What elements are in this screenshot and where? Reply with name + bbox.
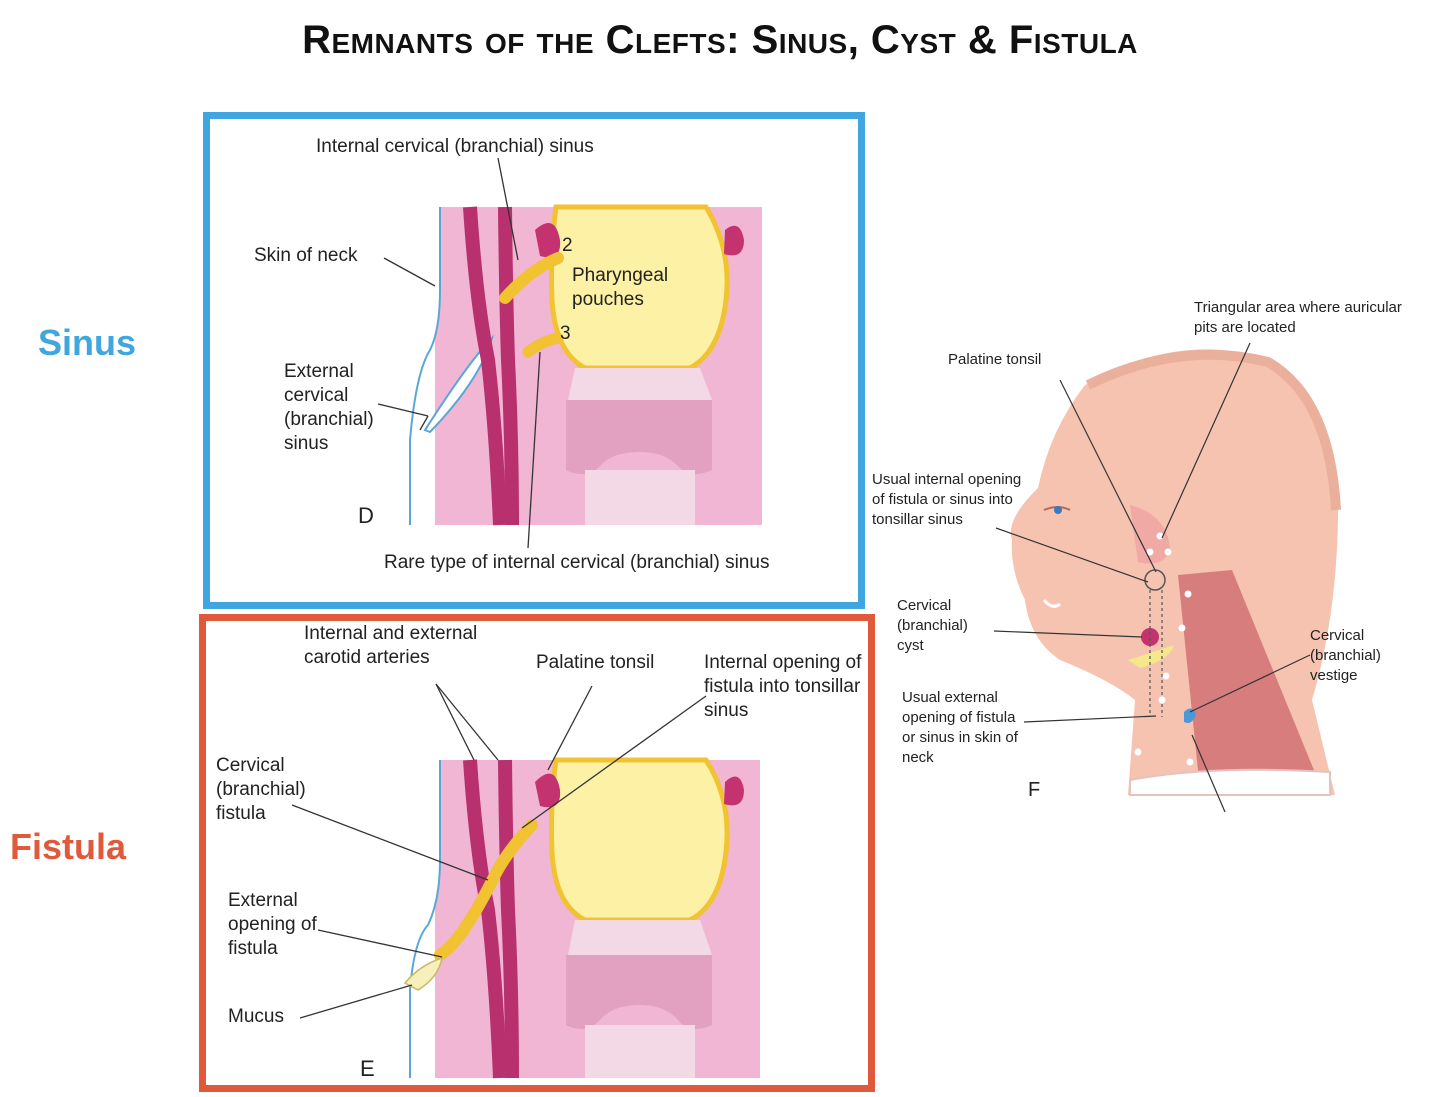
label-usual-internal-opening: Usual internal opening of fistula or sin… bbox=[872, 471, 1022, 528]
label-external-cervical-sinus: External cervical (branchial) sinus bbox=[284, 361, 374, 454]
diagram-f-head-profile bbox=[993, 342, 1341, 813]
sinus-panel-frame bbox=[203, 112, 865, 609]
slide-title: Remnants of the Clefts: Sinus, Cyst & Fi… bbox=[302, 18, 1138, 62]
sinus-label: Sinus bbox=[38, 322, 137, 363]
label-carotid-arteries: Internal and external carotid arteries bbox=[304, 623, 478, 668]
label-palatine-tonsil-e: Palatine tonsil bbox=[536, 652, 655, 673]
label-palatine-tonsil-f: Palatine tonsil bbox=[948, 351, 1042, 368]
panel-letter-d: D bbox=[358, 503, 374, 528]
label-cervical-fistula: Cervical (branchial) fistula bbox=[216, 755, 306, 824]
label-internal-opening-fistula: Internal opening of fistula into tonsill… bbox=[704, 652, 862, 721]
label-mucus: Mucus bbox=[228, 1006, 284, 1027]
label-cervical-cyst: Cervical (branchial) cyst bbox=[897, 597, 968, 654]
label-skin-of-neck: Skin of neck bbox=[254, 245, 358, 266]
panel-letter-e: E bbox=[360, 1056, 375, 1081]
label-pouch-3: 3 bbox=[560, 323, 571, 344]
fistula-label: Fistula bbox=[10, 826, 127, 867]
label-triangular-area: Triangular area where auricular pits are… bbox=[1194, 299, 1402, 336]
panel-letter-f: F bbox=[1028, 779, 1041, 801]
diagram-e-neck-section bbox=[291, 683, 760, 1079]
label-cervical-vestige: Cervical (branchial) vestige bbox=[1310, 627, 1381, 684]
label-pouch-2: 2 bbox=[562, 235, 573, 256]
label-rare-internal-sinus: Rare type of internal cervical (branchia… bbox=[384, 552, 770, 573]
fistula-panel-frame bbox=[199, 614, 875, 1092]
diagram-d-neck-section bbox=[377, 157, 762, 549]
label-internal-cervical-sinus: Internal cervical (branchial) sinus bbox=[316, 136, 594, 157]
label-pharyngeal-pouches: Pharyngeal pouches bbox=[572, 265, 669, 310]
label-external-opening-fistula: External opening of fistula bbox=[228, 890, 317, 959]
label-usual-external-opening: Usual external opening of fistula or sin… bbox=[902, 689, 1018, 766]
